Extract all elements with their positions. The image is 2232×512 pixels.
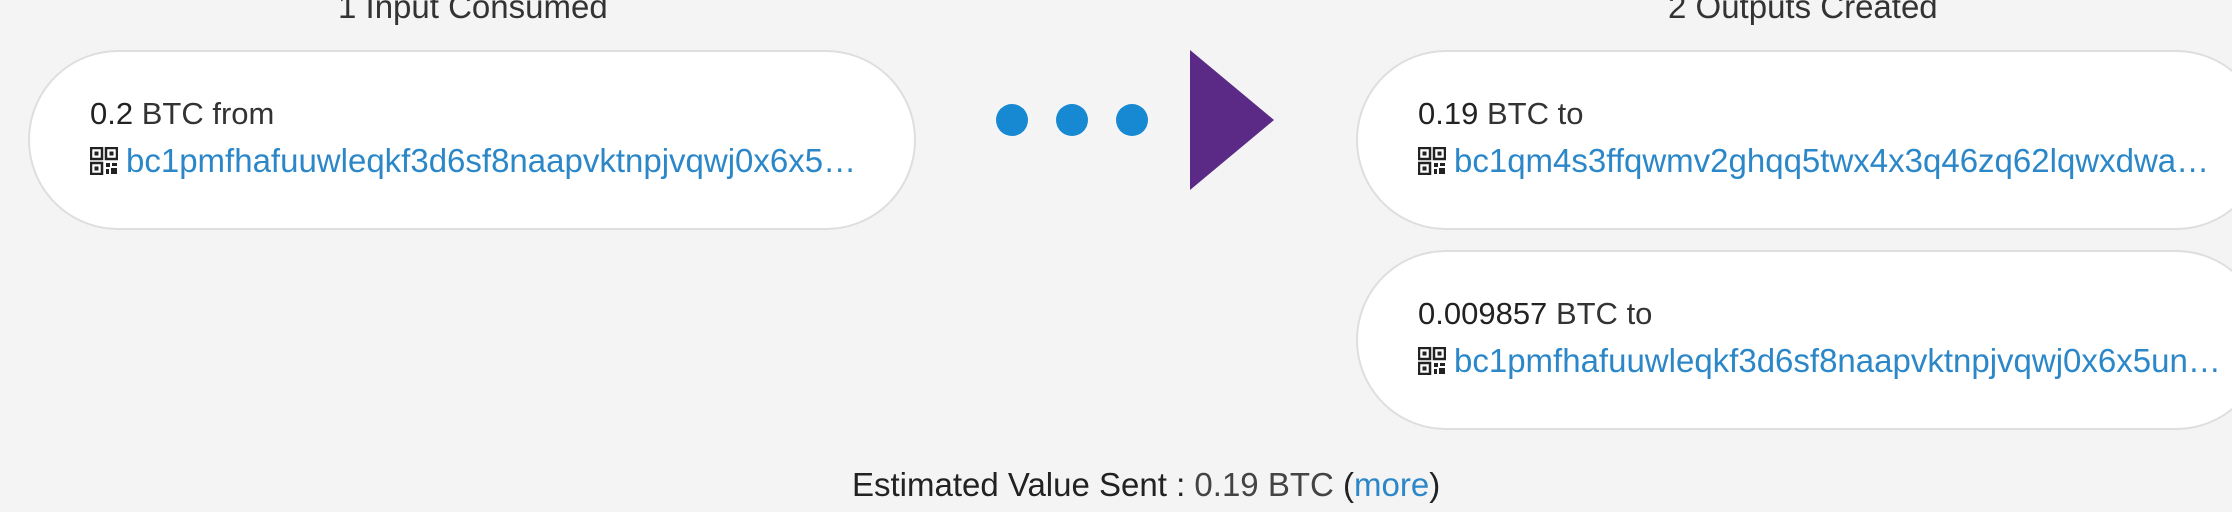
output-direction: to — [1557, 96, 1584, 131]
input-amount-unit: BTC — [141, 96, 204, 131]
outputs-heading: 2 Outputs Created — [1668, 0, 1938, 25]
input-amount-line: 0.2 BTC from — [90, 96, 274, 132]
output-card: 0.19 BTC to bc1qm4s3ffqwmv2ghqq5twx4x3q4… — [1356, 50, 2232, 230]
summary-close-paren: ) — [1429, 466, 1441, 503]
output-address-row: bc1pmfhafuuwleqkf3d6sf8naapvktnpjvqwj0x6… — [1418, 342, 2224, 380]
summary-label: Estimated Value Sent — [852, 466, 1167, 503]
output-amount-unit: BTC — [1486, 96, 1549, 131]
flow-dots-icon — [996, 104, 1148, 136]
output-direction: to — [1626, 296, 1653, 331]
qr-code-icon[interactable] — [90, 147, 118, 175]
inputs-heading: 1 Input Consumed — [338, 0, 608, 25]
play-arrow-icon — [1190, 50, 1274, 190]
input-card: 0.2 BTC from bc1pmfhafuuwleqkf3d6sf8naap… — [28, 50, 916, 230]
output-amount-line: 0.009857 BTC to — [1418, 296, 1652, 332]
output-amount-value: 0.009857 — [1418, 296, 1548, 331]
input-address-link[interactable]: bc1pmfhafuuwleqkf3d6sf8naapvktnpjvqwj0x6… — [126, 142, 874, 179]
output-address-row: bc1qm4s3ffqwmv2ghqq5twx4x3q46zq62lqwxdwa… — [1418, 142, 2224, 180]
summary-value: 0.19 BTC — [1194, 466, 1334, 503]
output-card: 0.009857 BTC to bc1pmfhafuuwleqkf3d6sf8n… — [1356, 250, 2232, 430]
qr-code-icon[interactable] — [1418, 347, 1446, 375]
output-amount-line: 0.19 BTC to — [1418, 96, 1583, 132]
summary-open-paren: ( — [1333, 466, 1354, 503]
output-amount-value: 0.19 — [1418, 96, 1479, 131]
output-address-link[interactable]: bc1pmfhafuuwleqkf3d6sf8naapvktnpjvqwj0x6… — [1454, 342, 2221, 379]
summary-separator: : — [1166, 466, 1195, 503]
flow-dot — [1116, 104, 1148, 136]
output-amount-unit: BTC — [1555, 296, 1618, 331]
flow-dot — [1056, 104, 1088, 136]
output-address-link[interactable]: bc1qm4s3ffqwmv2ghqq5twx4x3q46zq62lqwxdwa… — [1454, 142, 2210, 179]
input-direction: from — [212, 96, 275, 131]
estimated-value-summary: Estimated Value Sent : 0.19 BTC (more) — [852, 466, 1440, 504]
qr-code-icon[interactable] — [1418, 147, 1446, 175]
flow-dot — [996, 104, 1028, 136]
input-address-row: bc1pmfhafuuwleqkf3d6sf8naapvktnpjvqwj0x6… — [90, 142, 874, 180]
input-amount-value: 0.2 — [90, 96, 134, 131]
more-link[interactable]: more — [1354, 466, 1430, 503]
